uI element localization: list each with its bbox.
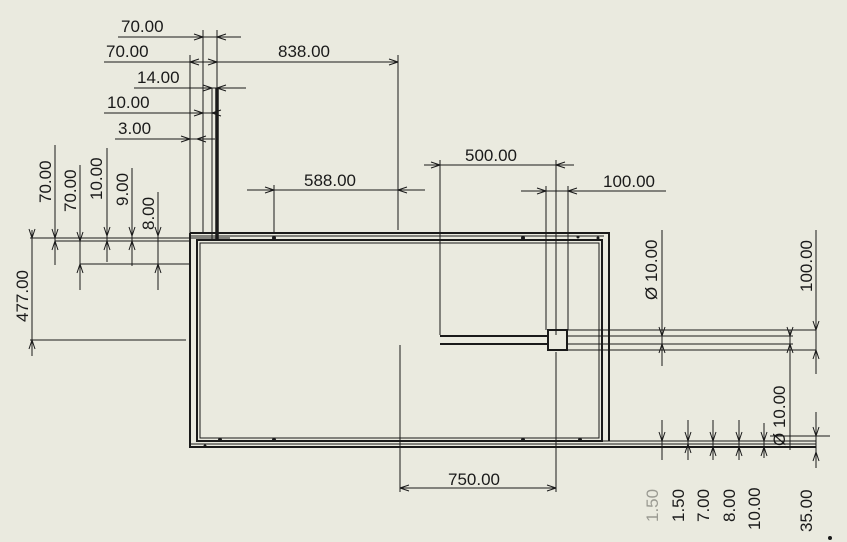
- dim-top-70-b: 70.00: [106, 42, 149, 61]
- dim-right-dia-10-a: Ø 10.00: [642, 240, 661, 301]
- left-dimensions: 70.00 70.00 10.00 9.00 8.00 477.00: [13, 145, 230, 356]
- dim-bottom-8: 8.00: [720, 489, 739, 522]
- dim-bottom-750: 750.00: [448, 470, 500, 489]
- dim-left-477: 477.00: [13, 270, 32, 322]
- outer-frame-top-right: [190, 232, 610, 441]
- dim-left-70-a: 70.00: [36, 160, 55, 203]
- dim-left-70-b: 70.00: [61, 169, 80, 212]
- dim-top-3: 3.00: [118, 119, 151, 138]
- dim-top-14: 14.00: [137, 68, 180, 87]
- outer-frame-left-bottom: [189, 233, 816, 448]
- dim-left-8: 8.00: [139, 197, 158, 230]
- dim-bottom-10: 10.00: [745, 487, 764, 530]
- bottom-dimensions: 750.00 1.50 1.50 7.00 8.00 10.00 35.00: [399, 345, 830, 532]
- top-dimensions: 70.00 70.00 838.00 14.00 10.00 3.00 588.…: [104, 17, 666, 335]
- dim-top-588: 588.00: [304, 171, 356, 190]
- dim-top-838: 838.00: [278, 42, 330, 61]
- dim-top-10: 10.00: [107, 93, 150, 112]
- dim-top-500: 500.00: [465, 146, 517, 165]
- dim-bottom-35: 35.00: [797, 489, 816, 532]
- dim-top-100: 100.00: [603, 172, 655, 191]
- fastener-dots: [203, 235, 832, 540]
- rod-connector-block: [547, 329, 568, 351]
- dim-left-10: 10.00: [87, 157, 106, 200]
- dim-bottom-1-50-b: 1.50: [669, 489, 688, 522]
- dim-left-9: 9.00: [113, 173, 132, 206]
- dim-right-dia-10-b: Ø 10.00: [770, 386, 789, 447]
- dim-top-70-a: 70.00: [121, 17, 164, 36]
- right-dimensions: Ø 10.00 100.00 Ø 10.00: [642, 230, 820, 458]
- dim-right-100: 100.00: [797, 240, 816, 292]
- dim-bottom-1-50-a: 1.50: [643, 489, 662, 522]
- dim-bottom-7: 7.00: [694, 489, 713, 522]
